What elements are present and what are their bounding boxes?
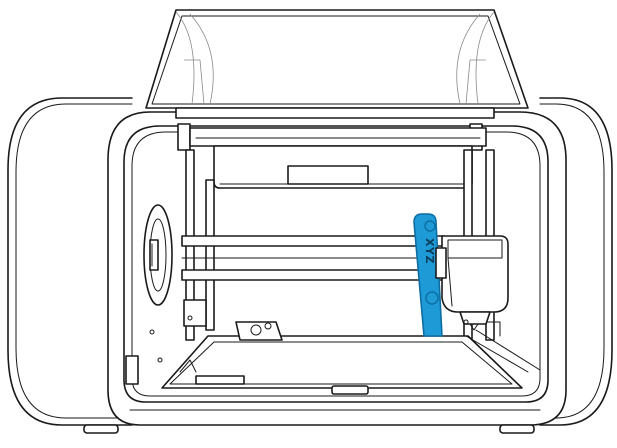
left-side-panel <box>7 97 133 426</box>
top-gantry <box>189 127 487 189</box>
spool-hub <box>143 204 173 306</box>
nozzle-tip <box>469 323 479 331</box>
left-interior-details <box>125 315 193 385</box>
print-head <box>435 235 509 331</box>
lid-hinge-bar <box>175 107 495 119</box>
cover-arm-label: XYZ <box>423 238 436 264</box>
front-left-foot <box>83 424 119 434</box>
front-right-foot <box>499 424 535 434</box>
hinge-left <box>177 123 191 151</box>
rod-lower <box>181 269 445 281</box>
bed-handle <box>331 385 369 395</box>
bed-clip-left <box>195 375 245 385</box>
print-bed <box>161 321 541 395</box>
head-clip <box>435 247 447 279</box>
blue-cover-arm: XYZ <box>413 213 443 337</box>
rod-upper <box>181 235 445 247</box>
